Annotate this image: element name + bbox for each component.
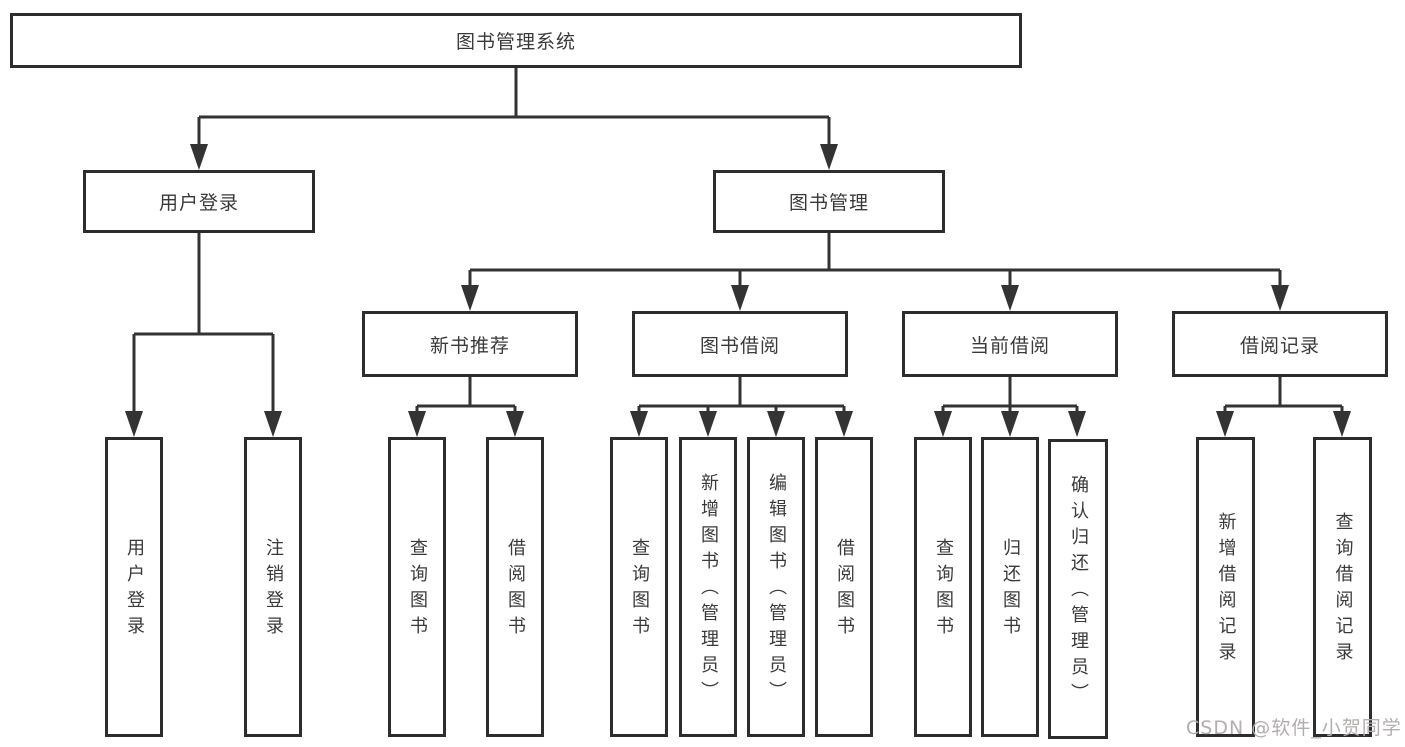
arrow-down-icon [767, 411, 785, 437]
arrow-down-icon [461, 285, 479, 311]
leaf-logout: 注销登录 [244, 437, 302, 737]
connector-paths [132, 68, 1344, 414]
leaf-query-books-borrow: 查询图书 [610, 437, 668, 737]
connector-userlogin-to-leaves [132, 233, 275, 413]
node-book-borrow: 图书借阅 [632, 311, 848, 377]
connector-records-to-leaves [1223, 377, 1344, 414]
leaf-confirm-return-admin: 确认归还（管理员） [1048, 439, 1108, 739]
node-user-login: 用户登录 [83, 170, 315, 233]
arrow-down-icon [1216, 411, 1234, 437]
leaf-add-book-admin: 新增图书（管理员） [679, 437, 737, 737]
csdn-watermark: CSDN @软件_小贺同学 [1186, 717, 1402, 739]
leaf-return-books: 归还图书 [981, 437, 1039, 737]
leaf-add-borrow-record: 新增借阅记录 [1196, 437, 1255, 737]
connector-root-to-level2 [197, 68, 831, 146]
arrow-down-icon [506, 411, 524, 437]
leaf-query-books-recommend: 查询图书 [388, 437, 446, 737]
connector-currentborrow-to-leaves [941, 377, 1079, 414]
arrow-down-icon [934, 411, 952, 437]
arrow-down-icon [699, 411, 717, 437]
arrow-down-icon [1333, 411, 1351, 437]
node-current-borrow: 当前借阅 [902, 311, 1118, 377]
arrow-down-icon [820, 144, 838, 170]
arrow-down-icon [731, 285, 749, 311]
connector-bookmgmt-to-level3 [468, 233, 1282, 287]
leaf-query-borrow-record: 查询借阅记录 [1313, 437, 1372, 737]
arrow-down-icon [835, 411, 853, 437]
leaf-borrow-books: 借阅图书 [815, 437, 873, 737]
leaf-borrow-books-recommend: 借阅图书 [486, 437, 544, 737]
leaf-edit-book-admin: 编辑图书（管理员） [747, 437, 805, 737]
arrow-down-icon [125, 411, 143, 437]
connector-bookborrow-to-leaves [637, 377, 846, 414]
node-book-management: 图书管理 [713, 170, 945, 233]
arrow-down-icon [1068, 411, 1086, 437]
arrow-down-icon [630, 411, 648, 437]
node-borrow-records: 借阅记录 [1172, 311, 1388, 377]
arrow-down-icon [1271, 285, 1289, 311]
arrow-down-icon [264, 411, 282, 437]
leaf-query-books-current: 查询图书 [914, 437, 972, 737]
node-new-book-recommend: 新书推荐 [362, 311, 578, 377]
leaf-user-login: 用户登录 [105, 437, 163, 737]
arrow-down-icon [1001, 411, 1019, 437]
arrow-down-icon [190, 144, 208, 170]
arrow-down-icon [408, 411, 426, 437]
node-root: 图书管理系统 [10, 13, 1022, 68]
arrow-down-icon [1001, 285, 1019, 311]
arrowhead-icons [125, 144, 1351, 437]
connector-newbook-to-leaves [415, 377, 517, 414]
